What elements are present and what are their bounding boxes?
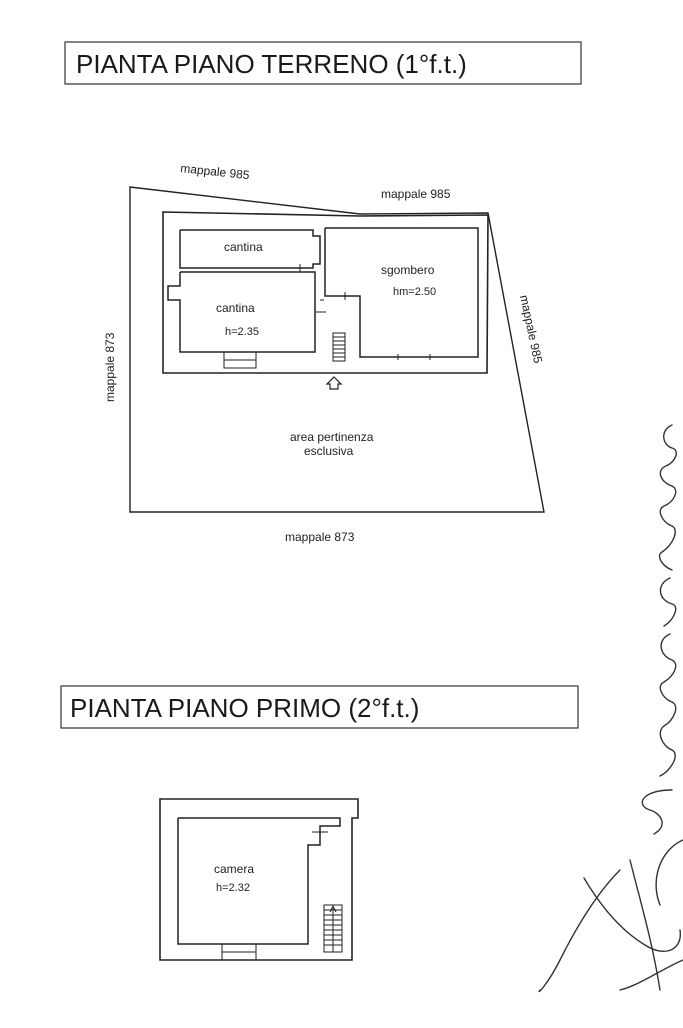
room-cantina-main-height: h=2.35: [225, 326, 259, 338]
camera-walls: [177, 817, 341, 945]
ground-floor-title-box: PIANTA PIANO TERRENO (1°f.t.): [64, 41, 582, 85]
first-floor-title-box: PIANTA PIANO PRIMO (2°f.t.): [60, 685, 579, 729]
first-floor-labels: camera h=2.32: [214, 862, 254, 894]
handwritten-signature: [538, 424, 683, 993]
cantina-top-walls: [179, 229, 321, 269]
ground-floor-title: PIANTA PIANO TERRENO (1°f.t.): [76, 49, 467, 79]
room-sgombero-height: hm=2.50: [393, 286, 436, 298]
room-sgombero: sgombero: [381, 263, 435, 277]
property-boundary: [129, 186, 545, 513]
room-cantina-top: cantina: [224, 240, 263, 254]
label-south: mappale 873: [285, 530, 355, 544]
ground-stairs: [332, 332, 346, 362]
room-camera-height: h=2.32: [216, 882, 250, 894]
label-north-left: mappale 985: [180, 161, 251, 182]
first-stairs: [323, 904, 343, 953]
ground-floor-plan: [129, 186, 545, 513]
label-east: mappale 985: [517, 294, 545, 365]
room-camera: camera: [214, 862, 254, 876]
first-floor-outer-wall: [159, 798, 359, 961]
sgombero-walls: [324, 227, 479, 358]
first-floor-plan: [159, 798, 359, 961]
label-north-right: mappale 985: [381, 187, 451, 201]
cantina-main-walls: [167, 271, 316, 353]
area-pertinenza-line2: esclusiva: [304, 444, 354, 458]
entrance-arrow-icon: [325, 376, 343, 390]
room-cantina-main: cantina: [216, 301, 255, 315]
ground-floor-labels: mappale 985 mappale 985 mappale 985 mapp…: [103, 161, 545, 544]
label-west: mappale 873: [103, 332, 117, 402]
first-floor-title: PIANTA PIANO PRIMO (2°f.t.): [70, 693, 419, 723]
area-pertinenza-line1: area pertinenza: [290, 430, 374, 444]
building-outer-wall: [162, 211, 489, 374]
